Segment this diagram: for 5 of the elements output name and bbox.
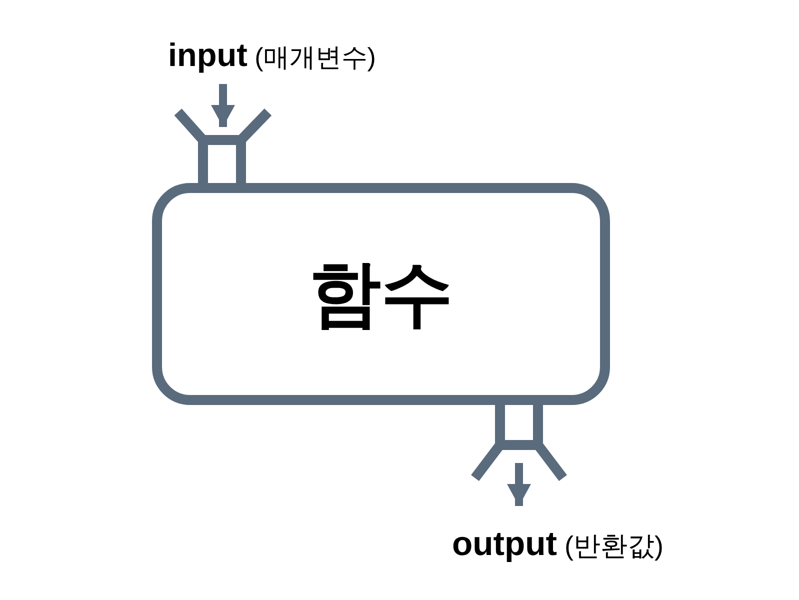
arrow	[211, 84, 235, 127]
io-label: input (매개변수)	[168, 30, 438, 82]
arrow	[507, 463, 531, 506]
io-label: output (반환값)	[452, 518, 742, 570]
function-box: 함수	[152, 183, 610, 405]
